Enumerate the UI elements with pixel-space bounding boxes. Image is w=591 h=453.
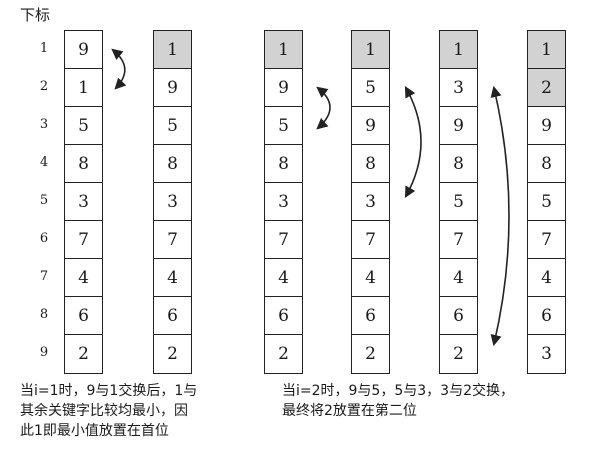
- array-cell: 5: [265, 107, 302, 145]
- array-cell: 4: [265, 259, 302, 297]
- array-cell: 5: [440, 183, 477, 221]
- caption-left-line-1: 当i=1时，9与1交换后，1与: [20, 383, 198, 399]
- array-cell: 2: [167, 344, 178, 364]
- swap-arrow-2-3: [316, 86, 331, 130]
- array-cell: 3: [352, 183, 389, 221]
- array-cell: 5: [65, 107, 102, 145]
- swap-arrow-1-2: [111, 48, 127, 90]
- array-cell: 7: [352, 221, 389, 259]
- array-cell: 6: [528, 297, 565, 335]
- array-cell: 4: [352, 259, 389, 297]
- array-cell: 1: [352, 31, 389, 69]
- array-cell: 2: [528, 69, 565, 107]
- array-cell: 4: [528, 259, 565, 297]
- array-cell: 9: [440, 107, 477, 145]
- array-cell: 6: [154, 297, 191, 335]
- array-cell: 4: [440, 259, 477, 297]
- array-cell: 9: [265, 69, 302, 107]
- array-cell: 6: [265, 297, 302, 335]
- array-cell: 2: [365, 344, 376, 364]
- array-cell: 2: [453, 344, 464, 364]
- caption-right: 当i=2时，9与5，5与3，3与2交换， 最终将2放置在第二位: [282, 381, 514, 421]
- caption-right-line-1: 当i=2时，9与5，5与3，3与2交换，: [282, 383, 514, 399]
- array-cell: 2: [278, 344, 289, 364]
- array-cell: 7: [265, 221, 302, 259]
- array-cell: 3: [440, 69, 477, 107]
- array-cell: 4: [65, 259, 102, 297]
- array-cell: 5: [528, 183, 565, 221]
- array-cell: 9: [528, 107, 565, 145]
- array-cell: 7: [154, 221, 191, 259]
- array-cell: 3: [265, 183, 302, 221]
- caption-left-line-2: 其余关键字比较均最小，因: [20, 403, 188, 419]
- array-cell: 1: [265, 31, 302, 69]
- index-label: 8: [39, 307, 49, 322]
- array-cell: 1: [440, 31, 477, 69]
- array-cell: 8: [154, 145, 191, 183]
- index-label: 7: [39, 269, 49, 284]
- array-cell: 8: [265, 145, 302, 183]
- index-label: 3: [39, 117, 49, 132]
- array-cell: 6: [352, 297, 389, 335]
- caption-right-line-2: 最终将2放置在第二位: [282, 403, 417, 419]
- array-cell: 9: [154, 69, 191, 107]
- caption-left: 当i=1时，9与1交换后，1与 其余关键字比较均最小，因 此1即最小值放置在首位: [20, 381, 197, 441]
- array-cell: 8: [440, 145, 477, 183]
- array-cell: 7: [440, 221, 477, 259]
- swap-arrow-2-9: [490, 85, 510, 347]
- array-cell: 3: [541, 344, 552, 364]
- array-cell: 3: [65, 183, 102, 221]
- array-cell: 8: [65, 145, 102, 183]
- array-cell: 5: [352, 69, 389, 107]
- index-label: 1: [39, 41, 49, 56]
- array-cell: 7: [528, 221, 565, 259]
- array-cell: 4: [154, 259, 191, 297]
- array-cell: 7: [65, 221, 102, 259]
- index-heading: 下标: [20, 6, 51, 24]
- array-cell: 1: [154, 31, 191, 69]
- array-cell: 9: [352, 107, 389, 145]
- index-label: 9: [39, 345, 49, 360]
- index-label: 2: [39, 79, 49, 94]
- swap-arrow-2-5: [404, 86, 422, 198]
- index-label: 6: [39, 231, 49, 246]
- array-cell: 1: [528, 31, 565, 69]
- array-cell: 8: [352, 145, 389, 183]
- array-cell: 2: [78, 344, 89, 364]
- array-cell: 9: [65, 31, 102, 69]
- index-label: 5: [39, 193, 49, 208]
- array-cell: 5: [154, 107, 191, 145]
- index-label: 4: [39, 155, 49, 170]
- array-cell: 8: [528, 145, 565, 183]
- caption-left-line-3: 此1即最小值放置在首位: [20, 423, 169, 439]
- array-cell: 1: [65, 69, 102, 107]
- array-cell: 6: [440, 297, 477, 335]
- array-cell: 6: [65, 297, 102, 335]
- array-cell: 3: [154, 183, 191, 221]
